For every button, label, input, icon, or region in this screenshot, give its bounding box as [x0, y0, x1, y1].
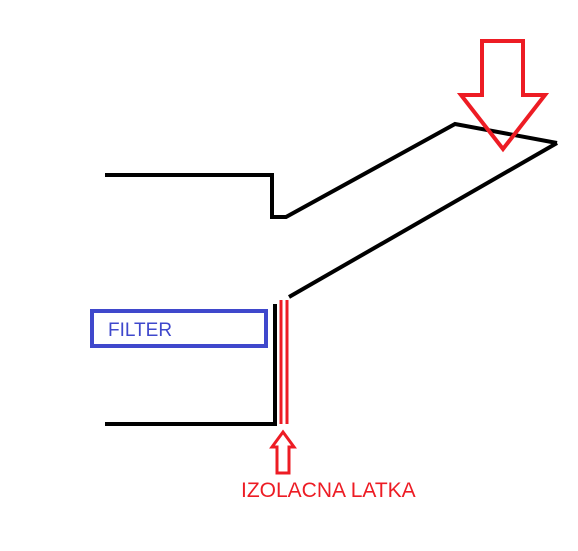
insulating-layer — [279, 300, 289, 424]
duct-lower-wall — [288, 141, 558, 299]
filter-box — [90, 309, 268, 348]
duct-outline — [105, 121, 558, 426]
filter-label: FILTER — [108, 320, 172, 341]
duct-upper-wall — [105, 121, 558, 219]
duct-bottom-wall — [105, 304, 277, 426]
insulating-layer-label: IZOLACNA LATKA — [241, 479, 416, 502]
down-arrow-icon — [456, 39, 550, 153]
up-arrow-icon — [269, 429, 297, 475]
